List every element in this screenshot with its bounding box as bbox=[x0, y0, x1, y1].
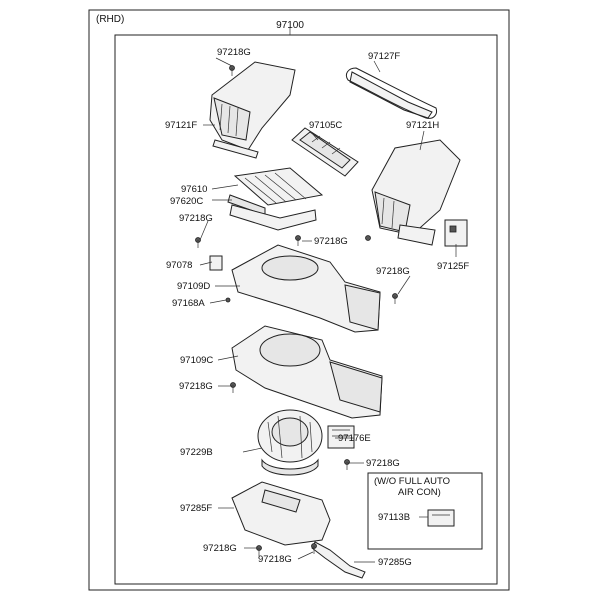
upper-case-part bbox=[231, 244, 381, 333]
label-97109c: 97109C bbox=[180, 355, 213, 366]
cabin-filter-part bbox=[227, 167, 324, 231]
label-97109d: 97109D bbox=[177, 281, 210, 292]
screws bbox=[195, 65, 398, 556]
drain-hose-part bbox=[311, 541, 366, 579]
blower-motor-part bbox=[257, 409, 323, 476]
label-97218g-right: 97218G bbox=[376, 266, 410, 277]
lower-case-part bbox=[231, 325, 383, 419]
label-97218g-right2: 97218G bbox=[366, 458, 400, 469]
actuator-part bbox=[444, 219, 468, 247]
note-line1: (W/O FULL AUTO bbox=[374, 476, 450, 487]
note-line2: AIR CON) bbox=[398, 487, 441, 498]
lower-cover-part bbox=[231, 481, 331, 546]
label-97285f: 97285F bbox=[180, 503, 212, 514]
label-97127f: 97127F bbox=[368, 51, 400, 62]
variant-label: (RHD) bbox=[96, 14, 124, 25]
filter-frame-part bbox=[291, 127, 359, 177]
leader-lines bbox=[199, 57, 457, 563]
label-97610: 97610 bbox=[181, 184, 207, 195]
label-97285g: 97285G bbox=[378, 557, 412, 568]
left-duct-part bbox=[209, 61, 296, 159]
label-97078: 97078 bbox=[166, 260, 192, 271]
resistor-alt-part bbox=[427, 509, 455, 527]
label-97176e: 97176E bbox=[338, 433, 371, 444]
note-box bbox=[367, 472, 483, 550]
small-clip-part bbox=[209, 255, 223, 271]
label-97121h: 97121H bbox=[406, 120, 439, 131]
label-97218g-bottom1: 97218G bbox=[203, 543, 237, 554]
label-97229b: 97229B bbox=[180, 447, 213, 458]
outer-frame bbox=[88, 9, 510, 591]
right-duct-part bbox=[371, 139, 461, 246]
label-97620c: 97620C bbox=[170, 196, 203, 207]
resistor-part bbox=[327, 425, 355, 449]
label-97218g-bottom2: 97218G bbox=[258, 554, 292, 565]
label-97125f: 97125F bbox=[437, 261, 469, 272]
label-97168a: 97168A bbox=[172, 298, 205, 309]
label-97113b: 97113B bbox=[378, 512, 410, 523]
label-97105c: 97105C bbox=[309, 120, 342, 131]
label-97218g-left2: 97218G bbox=[179, 213, 213, 224]
inner-frame bbox=[114, 34, 498, 585]
label-97218g-mid: 97218G bbox=[314, 236, 348, 247]
seal-ring-part bbox=[345, 67, 437, 119]
assembly-number: 97100 bbox=[276, 20, 304, 31]
label-97121f: 97121F bbox=[165, 120, 197, 131]
label-97218g-top: 97218G bbox=[217, 47, 251, 58]
label-97218g-left3: 97218G bbox=[179, 381, 213, 392]
